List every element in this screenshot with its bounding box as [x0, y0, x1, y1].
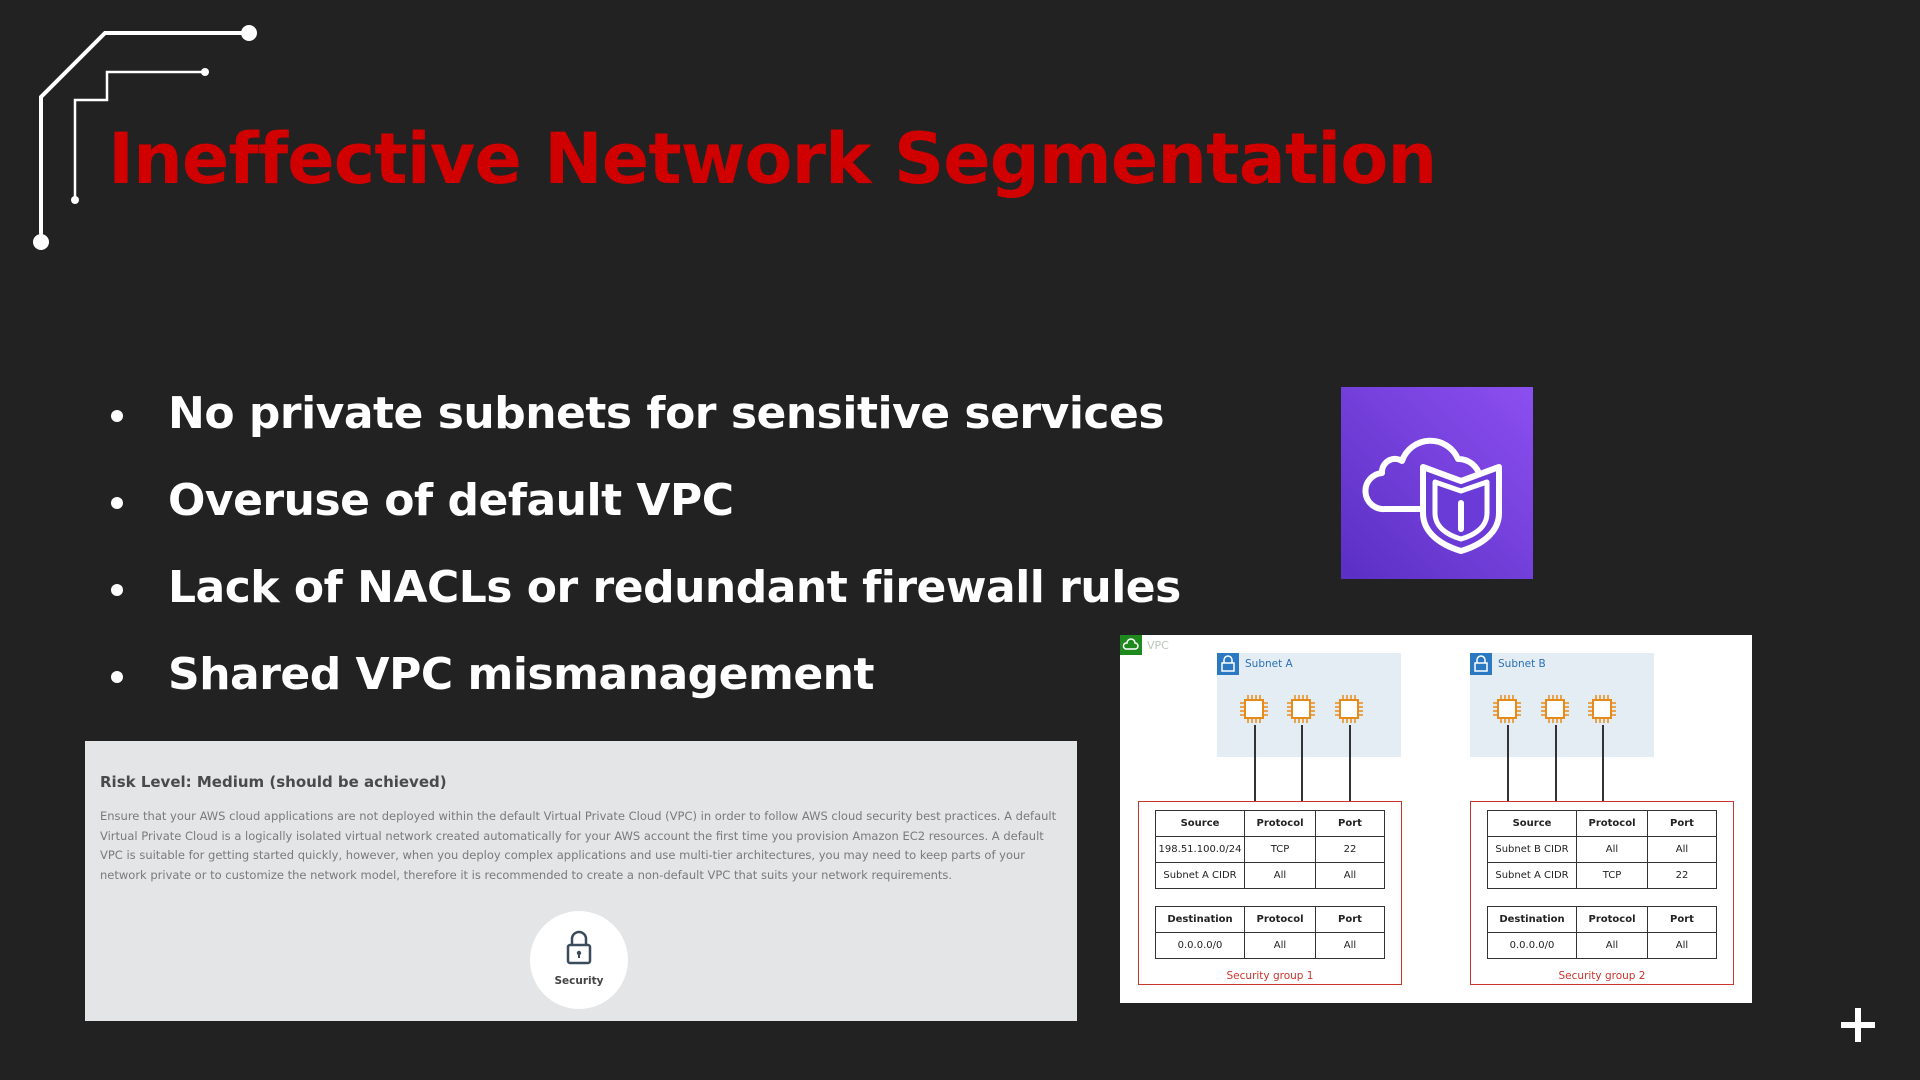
ec2-instance-icon — [1335, 695, 1363, 723]
table-cell: All — [1315, 932, 1385, 959]
bullet-item: Lack of NACLs or redundant firewall rule… — [108, 562, 1181, 649]
table-cell: All — [1576, 836, 1648, 863]
inbound-rules-table: Source Protocol Port Subnet B CIDR All A… — [1487, 810, 1717, 889]
table-row: 0.0.0.0/0 All All — [1487, 932, 1717, 959]
table-cell: Subnet A CIDR — [1487, 862, 1577, 889]
table-row: Subnet A CIDR TCP 22 — [1487, 862, 1717, 889]
table-cell: TCP — [1244, 836, 1316, 863]
table-row: Subnet B CIDR All All — [1487, 836, 1717, 863]
risk-level-card: Risk Level: Medium (should be achieved) … — [85, 741, 1077, 1021]
risk-description: Ensure that your AWS cloud applications … — [100, 809, 1057, 882]
bullet-list: No private subnets for sensitive service… — [108, 388, 1181, 736]
risk-level-title: Risk Level: Medium (should be achieved) — [100, 773, 447, 791]
connection-line — [1507, 725, 1509, 801]
table-cell: 22 — [1647, 862, 1717, 889]
bullet-item: Overuse of default VPC — [108, 475, 1181, 562]
subnet-label: Subnet B — [1498, 658, 1546, 670]
table-cell: All — [1244, 932, 1316, 959]
table-header-row: Destination Protocol Port — [1155, 906, 1385, 933]
table-cell: Subnet A CIDR — [1155, 862, 1245, 889]
column-header: Protocol — [1244, 810, 1316, 837]
lock-icon — [1470, 653, 1492, 675]
table-cell: 0.0.0.0/0 — [1155, 932, 1245, 959]
lock-icon — [1217, 653, 1239, 675]
table-header-row: Source Protocol Port — [1487, 810, 1717, 837]
table-row: 198.51.100.0/24 TCP 22 — [1155, 836, 1385, 863]
table-cell: 198.51.100.0/24 — [1155, 836, 1245, 863]
table-cell: TCP — [1576, 862, 1648, 889]
outbound-rules-table: Destination Protocol Port 0.0.0.0/0 All … — [1155, 906, 1385, 959]
security-group-label: Security group 1 — [1226, 970, 1314, 982]
connection-line — [1301, 725, 1303, 801]
outbound-rules-table: Destination Protocol Port 0.0.0.0/0 All … — [1487, 906, 1717, 959]
column-header: Port — [1647, 810, 1717, 837]
cloud-shield-icon — [1341, 387, 1533, 579]
vpc-label: VPC — [1147, 639, 1169, 652]
connection-line — [1555, 725, 1557, 801]
lock-icon — [566, 930, 592, 965]
security-badge: Security — [530, 911, 628, 1009]
table-row: Subnet A CIDR All All — [1155, 862, 1385, 889]
column-header: Protocol — [1576, 906, 1648, 933]
bullet-item: Shared VPC mismanagement — [108, 649, 1181, 736]
table-cell: 0.0.0.0/0 — [1487, 932, 1577, 959]
security-group-label: Security group 2 — [1558, 970, 1646, 982]
security-group-1: Source Protocol Port 198.51.100.0/24 TCP… — [1138, 801, 1402, 985]
bullet-text: No private subnets for sensitive service… — [168, 388, 1165, 439]
table-cell: All — [1647, 836, 1717, 863]
slide-title: Ineffective Network Segmentation — [108, 118, 1437, 200]
column-header: Port — [1315, 906, 1385, 933]
security-badge-label: Security — [554, 975, 604, 987]
table-header-row: Source Protocol Port — [1155, 810, 1385, 837]
column-header: Port — [1647, 906, 1717, 933]
ec2-instance-icon — [1287, 695, 1315, 723]
bullet-dot-icon — [111, 410, 123, 422]
ec2-instance-icon — [1588, 695, 1616, 723]
column-header: Protocol — [1576, 810, 1648, 837]
security-group-2: Source Protocol Port Subnet B CIDR All A… — [1470, 801, 1734, 985]
column-header: Port — [1315, 810, 1385, 837]
bullet-dot-icon — [111, 584, 123, 596]
bullet-text: Lack of NACLs or redundant firewall rule… — [168, 562, 1181, 613]
connection-line — [1349, 725, 1351, 801]
column-header: Protocol — [1244, 906, 1316, 933]
column-header: Source — [1155, 810, 1245, 837]
subnet-label: Subnet A — [1245, 658, 1293, 670]
table-cell: Subnet B CIDR — [1487, 836, 1577, 863]
bullet-text: Overuse of default VPC — [168, 475, 734, 526]
table-cell: All — [1647, 932, 1717, 959]
ec2-instance-icon — [1541, 695, 1569, 723]
table-cell: All — [1315, 862, 1385, 889]
ec2-instance-icon — [1493, 695, 1521, 723]
table-cell: 22 — [1315, 836, 1385, 863]
connection-line — [1254, 725, 1256, 801]
bullet-item: No private subnets for sensitive service… — [108, 388, 1181, 475]
column-header: Destination — [1487, 906, 1577, 933]
ec2-instance-icon — [1240, 695, 1268, 723]
bullet-dot-icon — [111, 497, 123, 509]
bullet-text: Shared VPC mismanagement — [168, 649, 875, 700]
vpc-diagram: VPC Subnet A Subnet B Source Protocol Po… — [1120, 635, 1752, 1003]
circuit-decoration — [33, 25, 257, 250]
table-cell: All — [1244, 862, 1316, 889]
bullet-dot-icon — [111, 671, 123, 683]
subnet-a: Subnet A — [1217, 653, 1401, 757]
column-header: Destination — [1155, 906, 1245, 933]
table-row: 0.0.0.0/0 All All — [1155, 932, 1385, 959]
table-cell: All — [1576, 932, 1648, 959]
column-header: Source — [1487, 810, 1577, 837]
vpc-cloud-icon — [1120, 635, 1142, 655]
inbound-rules-table: Source Protocol Port 198.51.100.0/24 TCP… — [1155, 810, 1385, 889]
connection-line — [1602, 725, 1604, 801]
table-header-row: Destination Protocol Port — [1487, 906, 1717, 933]
plus-icon — [1841, 1008, 1875, 1042]
